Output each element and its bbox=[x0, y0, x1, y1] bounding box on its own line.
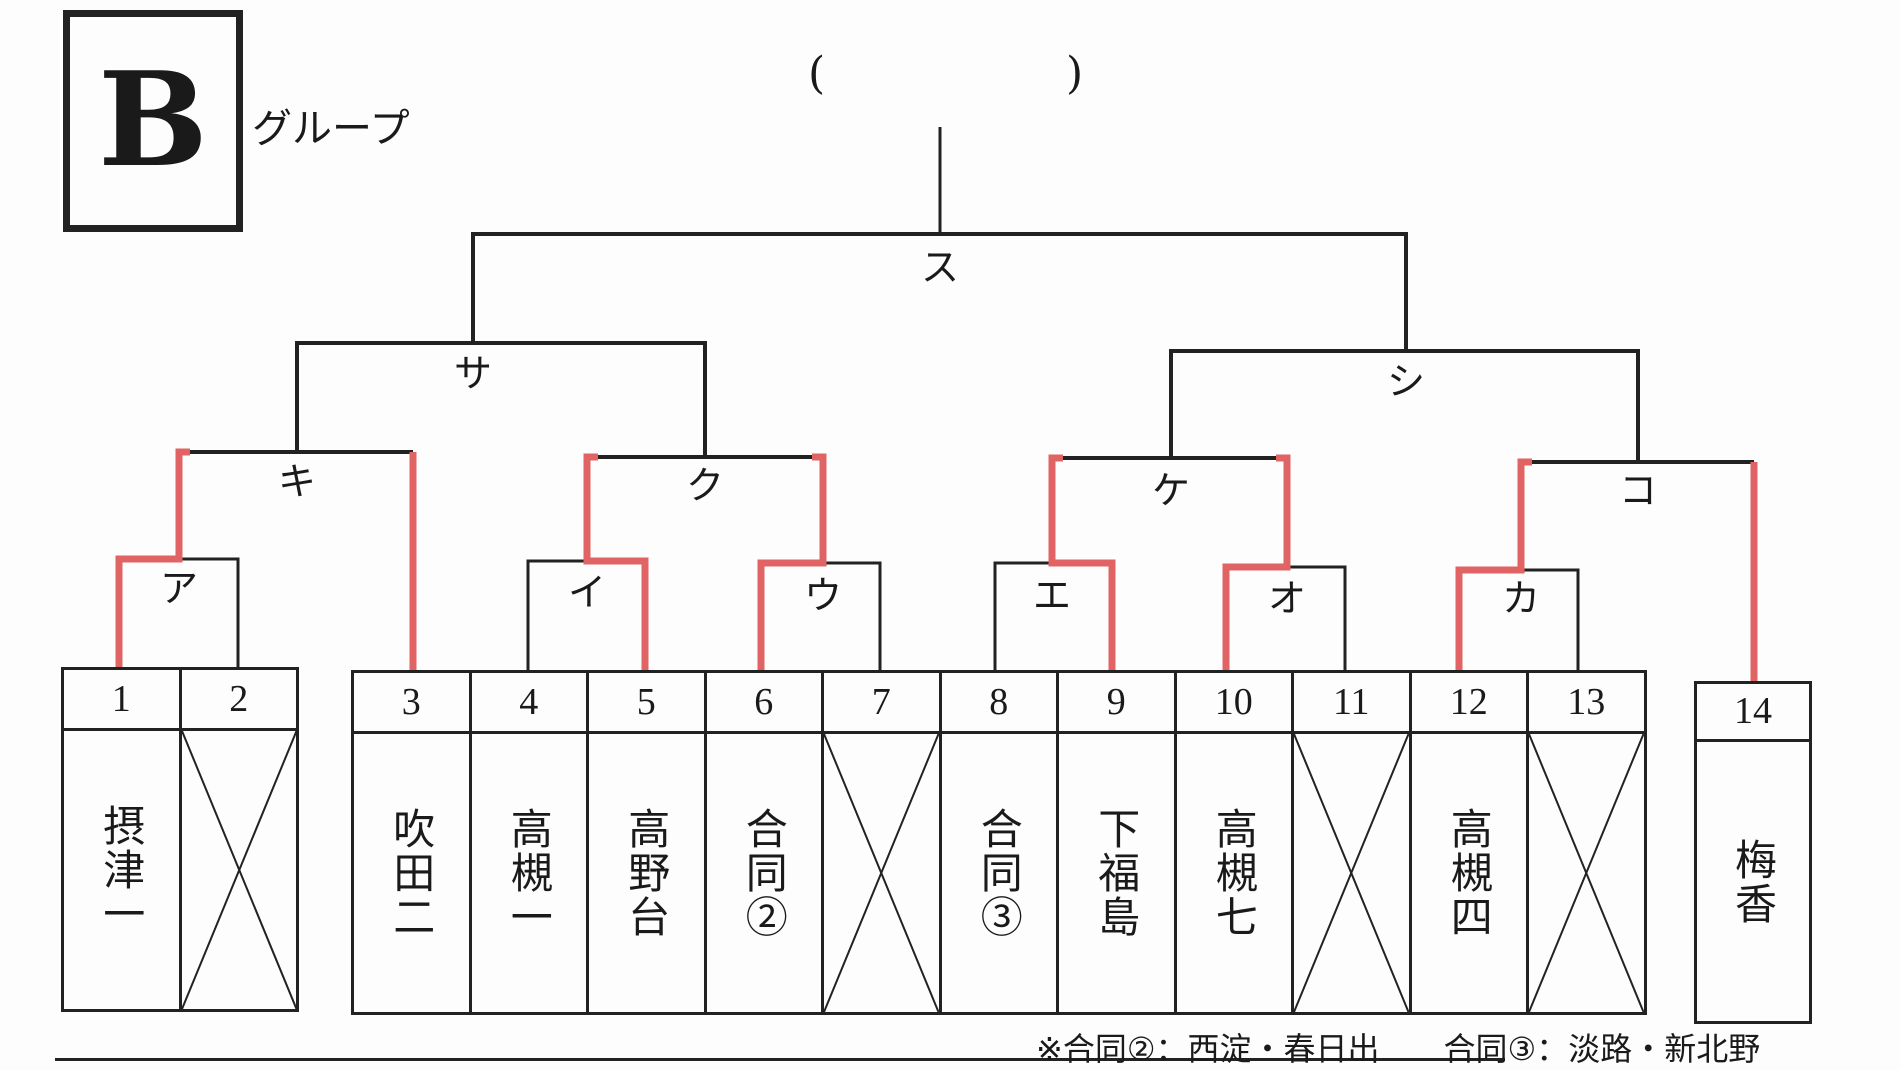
divider bbox=[55, 1058, 1505, 1061]
match-label-ku: ク bbox=[685, 463, 725, 508]
team-name-cell: 下福島 bbox=[1059, 734, 1174, 1012]
match-label-ke: ケ bbox=[1151, 468, 1191, 513]
bye-slot bbox=[182, 731, 297, 1009]
team-slot-8: 8 合同③ bbox=[938, 670, 1059, 1015]
match-label-ko: コ bbox=[1618, 468, 1658, 513]
bye-slot bbox=[824, 734, 939, 1012]
match-label-sa: サ bbox=[453, 351, 493, 396]
team-name-cell: 合同② bbox=[707, 734, 822, 1012]
seed-number: 6 bbox=[706, 673, 821, 734]
match-label-ki: キ bbox=[277, 459, 317, 504]
champion-close-paren: ) bbox=[1066, 48, 1084, 99]
team-slot-5: 5 高野台 bbox=[586, 670, 707, 1015]
match-label-shi: シ bbox=[1386, 359, 1426, 404]
group-label: グループ bbox=[252, 106, 410, 152]
winner-path-9 bbox=[1048, 454, 1116, 670]
team-slot-11: 11 bbox=[1291, 670, 1412, 1015]
team-slot-7: 7 bbox=[821, 670, 942, 1015]
champion-open-paren: ( bbox=[808, 48, 826, 99]
team-slot-6: 6 合同② bbox=[703, 670, 824, 1015]
seed-number: 9 bbox=[1059, 673, 1174, 734]
seed-number: 10 bbox=[1176, 673, 1291, 734]
team-name: 梅香 bbox=[1728, 837, 1778, 926]
seed-number: 12 bbox=[1411, 673, 1526, 734]
match-sa-line bbox=[295, 341, 707, 457]
group-badge: B bbox=[63, 10, 243, 232]
bye-cross-icon bbox=[182, 731, 297, 1009]
team-name-cell: 吹田二 bbox=[354, 734, 469, 1012]
seed-number: 5 bbox=[589, 673, 704, 734]
team-slot-12: 12 高槻四 bbox=[1408, 670, 1529, 1015]
bye-slot bbox=[1529, 734, 1644, 1012]
winner-path-1 bbox=[115, 448, 190, 667]
team-name: 吹田二 bbox=[386, 807, 436, 939]
seed-number: 11 bbox=[1294, 673, 1409, 734]
group-letter: B bbox=[98, 43, 208, 196]
team-name: 摂津一 bbox=[96, 804, 146, 936]
team-name-cell: 高槻四 bbox=[1412, 734, 1527, 1012]
match-label-ka: カ bbox=[1501, 576, 1541, 621]
team-name-cell: 高野台 bbox=[589, 734, 704, 1012]
seed-number: 7 bbox=[824, 673, 939, 734]
team-name: 合同③ bbox=[974, 807, 1024, 939]
team-name: 高槻七 bbox=[1209, 807, 1259, 939]
winner-path-10 bbox=[1222, 454, 1291, 670]
bye-cross-icon bbox=[824, 734, 939, 1012]
team-name: 高槻四 bbox=[1444, 807, 1494, 939]
team-slot-9: 9 下福島 bbox=[1056, 670, 1177, 1015]
team-name: 高野台 bbox=[621, 807, 671, 939]
bye-cross-icon bbox=[1294, 734, 1409, 1012]
team-name: 下福島 bbox=[1091, 807, 1141, 939]
bye-slot bbox=[1294, 734, 1409, 1012]
match-label-i: イ bbox=[567, 570, 607, 615]
team-slot-2: 2 bbox=[178, 667, 299, 1012]
footnote: ※合同②：西淀・春日出 合同③：淡路・新北野 bbox=[1036, 1030, 1761, 1068]
match-su-line bbox=[471, 232, 1408, 351]
seed-number: 4 bbox=[471, 673, 586, 734]
match-label-u: ウ bbox=[803, 573, 843, 618]
team-name: 高槻一 bbox=[504, 807, 554, 939]
winner-path-6 bbox=[757, 453, 827, 670]
team-name-cell: 合同③ bbox=[942, 734, 1057, 1012]
seed-number: 8 bbox=[941, 673, 1056, 734]
seed-number: 14 bbox=[1697, 684, 1809, 742]
bye-cross-icon bbox=[1529, 734, 1644, 1012]
team-name-cell: 高槻一 bbox=[472, 734, 587, 1012]
team-slot-1: 1 摂津一 bbox=[61, 667, 182, 1012]
seed-number: 2 bbox=[181, 670, 296, 731]
team-slot-3: 3 吹田二 bbox=[351, 670, 472, 1015]
winner-path-5 bbox=[583, 453, 649, 670]
team-slot-14: 14 梅香 bbox=[1694, 681, 1812, 1024]
seed-number: 1 bbox=[64, 670, 179, 731]
match-label-o: オ bbox=[1267, 576, 1307, 621]
team-name-cell: 摂津一 bbox=[64, 731, 179, 1009]
match-label-su: ス bbox=[920, 245, 960, 290]
seed-number: 13 bbox=[1529, 673, 1644, 734]
team-slot-10: 10 高槻七 bbox=[1173, 670, 1294, 1015]
team-name: 合同② bbox=[739, 807, 789, 939]
match-label-e: エ bbox=[1032, 573, 1072, 618]
team-name-cell: 梅香 bbox=[1697, 742, 1809, 1021]
seed-number: 3 bbox=[354, 673, 469, 734]
team-slot-13: 13 bbox=[1526, 670, 1647, 1015]
team-name-cell: 高槻七 bbox=[1177, 734, 1292, 1012]
winner-path-12 bbox=[1455, 458, 1532, 670]
team-slot-4: 4 高槻一 bbox=[468, 670, 589, 1015]
match-label-a: ア bbox=[159, 566, 199, 611]
match-shi-line bbox=[1169, 349, 1640, 462]
